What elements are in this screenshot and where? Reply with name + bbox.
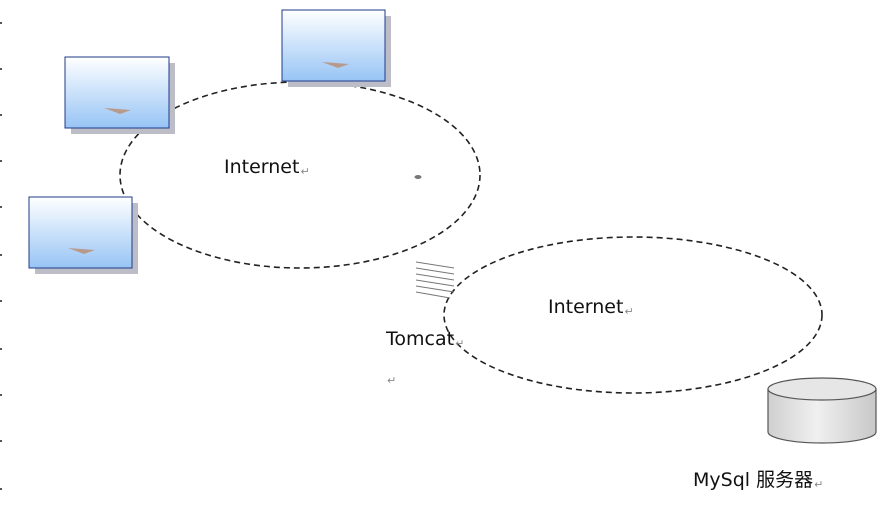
client-computer-1	[64, 56, 175, 134]
database-icon	[767, 377, 877, 444]
tomcat-label: Tomcat↵	[386, 328, 465, 350]
internet-label-bottom: Internet↵	[548, 296, 634, 318]
internet-ellipse-bottom	[443, 236, 823, 394]
paragraph-mark: ↵	[814, 478, 824, 491]
client-computer-3	[28, 196, 138, 274]
cursor-icon	[104, 108, 131, 114]
paragraph-mark: ↵	[624, 305, 634, 318]
paragraph-mark: ↵	[387, 374, 397, 387]
cursor-icon	[68, 248, 95, 254]
paragraph-mark: ↵	[300, 165, 310, 178]
mysql-server-label-text: MySql 服务器	[693, 469, 814, 491]
ellipse-dot-marker	[414, 175, 422, 179]
mysql-server-label: MySql 服务器↵	[693, 469, 824, 491]
tomcat-label-text: Tomcat	[386, 328, 455, 350]
tomcat-server-icon	[415, 261, 455, 299]
internet-label-bottom-text: Internet	[548, 296, 624, 318]
internet-label-top-text: Internet	[224, 156, 300, 178]
empty-paragraph-line: ↵	[386, 367, 396, 386]
client-computer-2	[281, 9, 391, 87]
paragraph-mark: ↵	[455, 337, 465, 350]
cursor-icon	[322, 62, 349, 68]
internet-label-top: Internet↵	[224, 156, 310, 178]
left-margin-guides	[0, 0, 4, 506]
internet-ellipse-top	[119, 81, 481, 269]
